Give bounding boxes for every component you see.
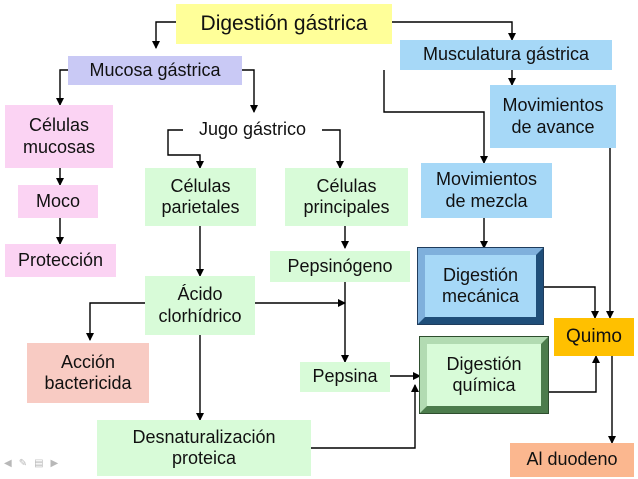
arrow-musculatura-to-mezcla	[383, 70, 488, 164]
box-desnaturalizacion-proteica: Desnaturalización proteica	[97, 420, 311, 476]
box-mucosa-gastrica: Mucosa gástrica	[68, 56, 242, 85]
slide-navigation: ◀ ✎ ▤ ▶	[4, 458, 58, 469]
pen-icon[interactable]: ✎	[18, 458, 28, 469]
box-al-duodeno: Al duodeno	[510, 443, 634, 477]
box-jugo-gastrico: Jugo gástrico	[183, 115, 322, 145]
back-arrow-icon[interactable]: ◀	[4, 458, 12, 469]
box-moco: Moco	[18, 185, 98, 218]
box-celulas-principales: Células principales	[285, 168, 408, 226]
box-movimientos-avance: Movimientos de avance	[490, 85, 616, 148]
box-digestion-quimica: Digestión química	[419, 336, 549, 414]
arrow-desnaturalizacion-to-quimica	[311, 384, 419, 449]
title-digestion-gastrica: Digestión gástrica	[176, 4, 392, 44]
arrow-mecanica-to-quimo	[543, 286, 599, 319]
box-accion-bactericida: Acción bactericida	[27, 343, 149, 403]
arrow-acido-to-bactericida	[86, 302, 145, 341]
arrow-mucosa-to-celulas-mucosas	[56, 69, 68, 106]
box-digestion-mecanica: Digestión mecánica	[417, 247, 544, 325]
arrow-mucosa-to-jugo	[242, 69, 258, 113]
arrow-jugo-to-parietales	[167, 129, 204, 169]
box-proteccion: Protección	[5, 244, 116, 277]
forward-arrow-icon[interactable]: ▶	[50, 458, 59, 469]
box-pepsinogeno: Pepsinógeno	[270, 251, 410, 282]
arrow-jugo-to-principales	[322, 129, 344, 169]
box-celulas-parietales: Células parietales	[145, 168, 256, 226]
box-movimientos-mezcla: Movimientos de mezcla	[421, 163, 552, 218]
arrow-title-to-musculatura	[392, 21, 516, 41]
menu-icon[interactable]: ▤	[34, 458, 44, 469]
arrow-quimica-to-quimo	[548, 355, 600, 393]
box-quimo: Quimo	[554, 318, 634, 356]
box-acido-clorhidrico: Ácido clorhídrico	[145, 276, 255, 335]
box-celulas-mucosas: Células mucosas	[5, 105, 113, 168]
arrow-avance-to-quimo	[553, 141, 614, 319]
box-musculatura-gastrica: Musculatura gástrica	[400, 40, 612, 70]
box-pepsina: Pepsina	[300, 362, 390, 392]
arrow-title-to-mucosa	[152, 21, 176, 49]
